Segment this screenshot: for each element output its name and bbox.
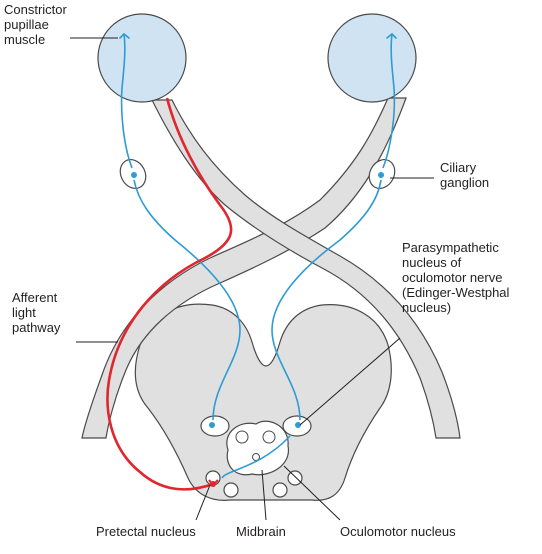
right-pretectal-nucleus-a [273,483,287,497]
left-ew-synapse [209,422,215,428]
right-ganglion-synapse [378,172,384,178]
label-midbrain: Midbrain [236,524,286,539]
label-constrictor-pupillae-muscle: Constrictor pupillae muscle [4,2,67,47]
left-ganglion-synapse [131,172,137,178]
oculomotor-subnucleus-right [263,431,275,443]
label-ciliary-ganglion: Ciliary ganglion [440,160,489,190]
afferent-synapse [210,481,216,487]
label-oculomotor-nucleus: Oculomotor nucleus [340,524,456,539]
label-pretectal-nucleus: Pretectal nucleus [96,524,196,539]
oculomotor-nucleus [227,421,289,475]
left-pretectal-nucleus-b [224,483,238,497]
label-parasympathetic-nucleus: Parasympathetic nucleus of oculomotor ne… [402,240,509,315]
label-afferent-light-pathway: Afferent light pathway [12,290,60,335]
oculomotor-subnucleus-left [236,431,248,443]
left-eyeball [98,14,186,102]
left-edinger-westphal-nucleus [201,416,229,436]
right-pretectal-nucleus-b [288,471,302,485]
right-eyeball [328,14,416,102]
